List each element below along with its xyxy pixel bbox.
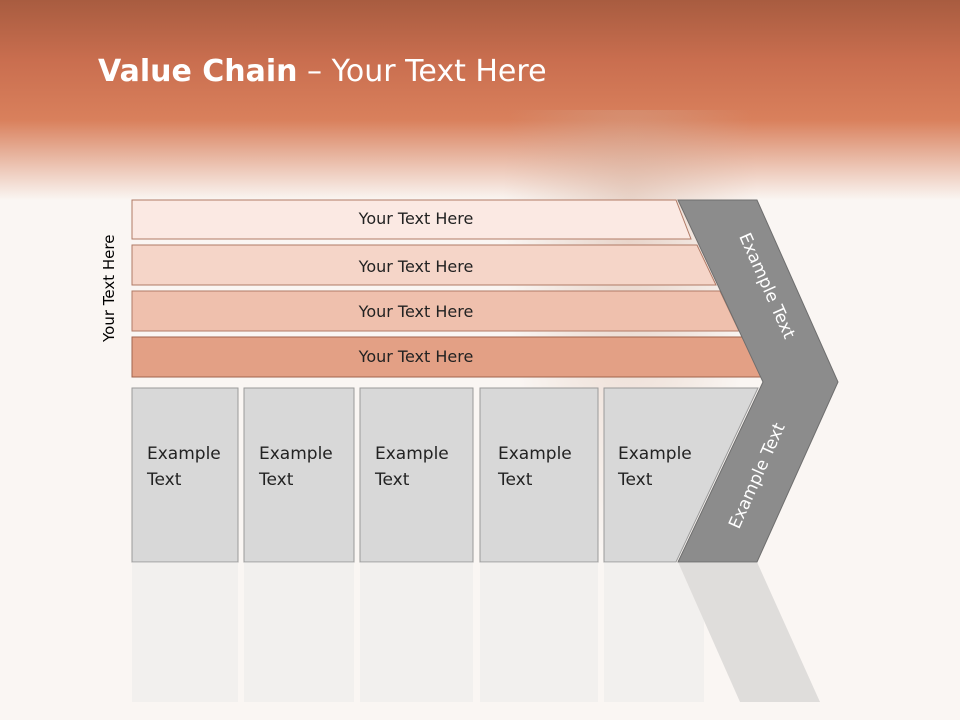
- box-1-line1: Example: [147, 444, 221, 464]
- title-rest: – Your Text Here: [297, 54, 547, 89]
- slide-title: Value Chain – Your Text Here: [98, 54, 547, 89]
- row-1-shape: [131, 199, 692, 240]
- box-5-line2: Text: [617, 470, 653, 490]
- box-3: [359, 387, 474, 563]
- box-2: [243, 387, 355, 563]
- box-1-line2: Text: [146, 470, 182, 490]
- header-band: [0, 0, 960, 200]
- box-2-line1: Example: [259, 444, 333, 464]
- box-4: [479, 387, 599, 563]
- row-3-label: Your Text Here: [358, 302, 474, 321]
- box-1: [131, 387, 239, 563]
- box-2-line2: Text: [258, 470, 294, 490]
- reflection: [0, 562, 960, 702]
- box-4-line2: Text: [497, 470, 533, 490]
- box-5: [603, 387, 759, 563]
- row-1-label: Your Text Here: [358, 209, 474, 228]
- box-3-line2: Text: [374, 470, 410, 490]
- box-4-line1: Example: [498, 444, 572, 464]
- reflection-svg: [132, 562, 820, 702]
- row-4-label: Your Text Here: [358, 347, 474, 366]
- box-5-line1: Example: [618, 444, 692, 464]
- title-bold: Value Chain: [98, 54, 298, 89]
- box-3-line1: Example: [375, 444, 449, 464]
- chevron-arrow: [677, 199, 839, 563]
- row-2-label: Your Text Here: [358, 257, 474, 276]
- row-2-shape: [131, 244, 717, 286]
